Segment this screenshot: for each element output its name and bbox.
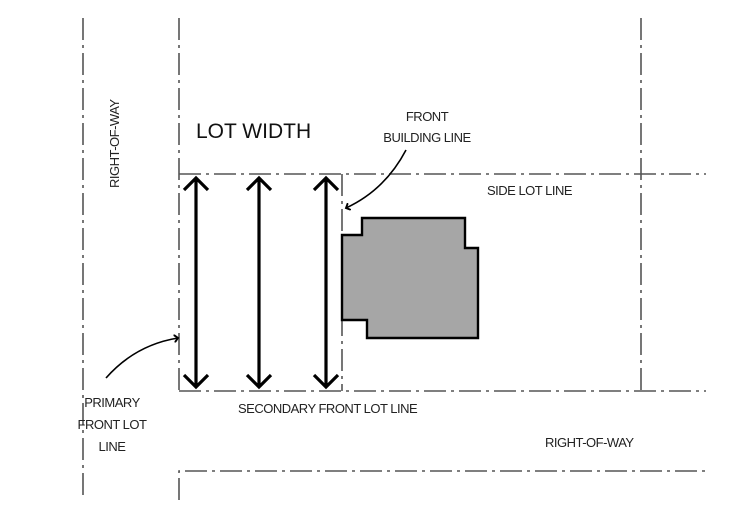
front-building-line-leader-icon bbox=[346, 149, 407, 208]
double-arrow-icon bbox=[182, 175, 210, 390]
right-of-way-bottom-label: RIGHT-OF-WAY bbox=[545, 435, 634, 450]
diagram-title: LOT WIDTH bbox=[196, 120, 311, 143]
front-building-line-label-1: FRONT bbox=[406, 109, 449, 124]
primary-front-lot-line-label-2: FRONT LOT bbox=[78, 417, 147, 432]
secondary-front-lot-line-label: SECONDARY FRONT LOT LINE bbox=[238, 401, 418, 416]
primary-front-lot-line-label-3: LINE bbox=[99, 439, 127, 454]
front-building-line-label-2: BUILDING LINE bbox=[383, 130, 471, 145]
right-of-way-left-label: RIGHT-OF-WAY bbox=[107, 99, 122, 188]
building-footprint bbox=[340, 216, 480, 340]
primary-front-lot-line-leader-icon bbox=[105, 338, 178, 379]
double-arrow-icon bbox=[312, 175, 340, 390]
bottom-right-of-way-line bbox=[178, 470, 706, 500]
double-arrow-icon bbox=[245, 175, 273, 390]
primary-front-lot-line-label-1: PRIMARY bbox=[84, 395, 140, 410]
lot-width-arrows bbox=[182, 175, 340, 390]
side-lot-line-label: SIDE LOT LINE bbox=[487, 183, 573, 198]
